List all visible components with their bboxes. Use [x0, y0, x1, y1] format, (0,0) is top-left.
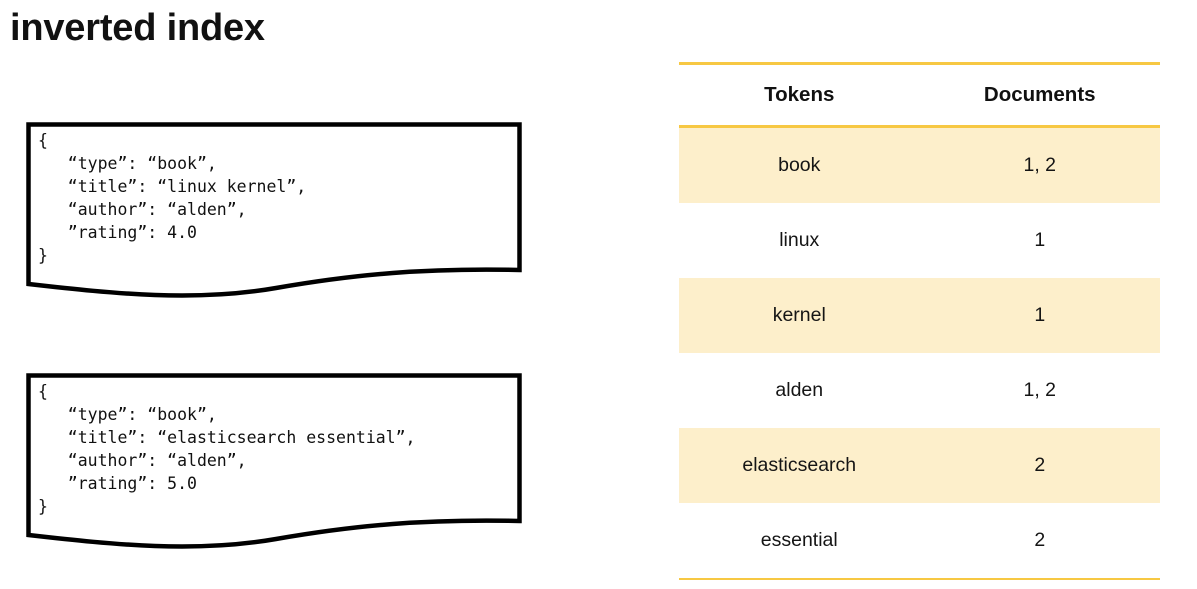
- document-torn-page-shape: [26, 122, 522, 298]
- cell-documents: 1, 2: [919, 126, 1160, 203]
- table-row: essential 2: [679, 503, 1160, 580]
- document-card-1: { “type”: “book”, “title”: “linux kernel…: [26, 122, 522, 298]
- document-json-text: { “type”: “book”, “title”: “linux kernel…: [38, 131, 307, 265]
- index-table-element: Tokens Documents book 1, 2 linux 1 kerne…: [679, 62, 1160, 580]
- cell-documents: 1: [1034, 229, 1046, 251]
- cell-documents: 1: [919, 278, 1160, 353]
- cell-documents: 1, 2: [1023, 379, 1057, 401]
- cell-token: kernel: [679, 278, 920, 353]
- cell-token: essential: [679, 503, 920, 580]
- column-header-documents: Documents: [919, 62, 1160, 128]
- document-card-2: { “type”: “book”, “title”: “elasticsearc…: [26, 373, 522, 549]
- cell-token: book: [679, 126, 920, 203]
- cell-documents: 2: [919, 428, 1160, 503]
- document-json-text: { “type”: “book”, “title”: “elasticsearc…: [38, 382, 416, 516]
- table-row: kernel 1: [679, 278, 1160, 353]
- cell-token: alden: [775, 379, 824, 401]
- table-row: elasticsearch 2: [679, 428, 1160, 503]
- cell-token: elasticsearch: [679, 428, 920, 503]
- table-row: alden 1, 2: [679, 353, 1160, 428]
- table-header-row: Tokens Documents: [679, 62, 1160, 128]
- table-row: book 1, 2: [679, 126, 1160, 203]
- table-body: book 1, 2 linux 1 kernel 1 alden 1, 2 el…: [679, 126, 1160, 580]
- document-torn-page-shape: [26, 373, 522, 549]
- column-header-tokens: Tokens: [679, 62, 920, 128]
- page-title: inverted index: [10, 7, 265, 49]
- inverted-index-table: Tokens Documents book 1, 2 linux 1 kerne…: [679, 62, 1160, 580]
- cell-token: linux: [779, 229, 820, 251]
- table-row: linux 1: [679, 203, 1160, 278]
- cell-documents: 2: [919, 503, 1160, 580]
- table-header: Tokens Documents: [679, 62, 1160, 128]
